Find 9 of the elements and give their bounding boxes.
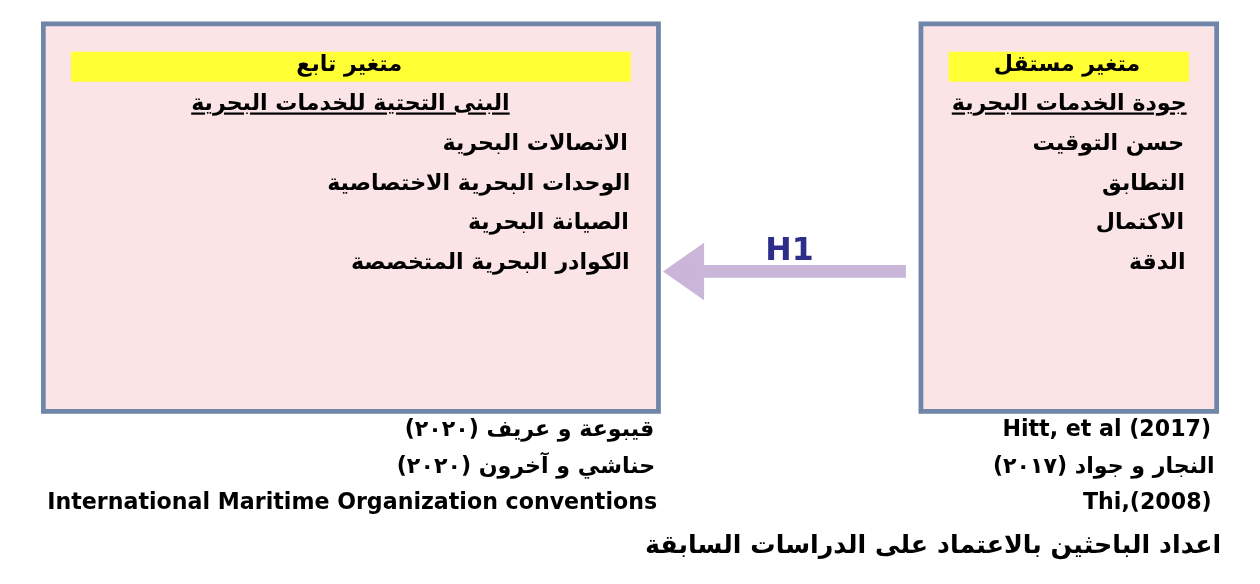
node-label: حناشي و آخرون (٢٠٢٠) <box>396 451 656 478</box>
arrow <box>663 242 906 301</box>
node-label: Thi,(2008) <box>1083 487 1212 514</box>
node-label: قيبوعة و عريف (٢٠٢٠) <box>404 415 655 442</box>
caption: اعداد الباحثين بالاعتماد على الدراسات السابقة <box>645 530 1222 560</box>
edge-label: H1 <box>765 231 814 268</box>
node-label: International Maritime Organization conventions <box>47 487 658 514</box>
node-label: النجار و جواد (٢٠١٧) <box>992 451 1215 478</box>
node-label: Hitt, et al (2017) <box>1002 415 1212 442</box>
